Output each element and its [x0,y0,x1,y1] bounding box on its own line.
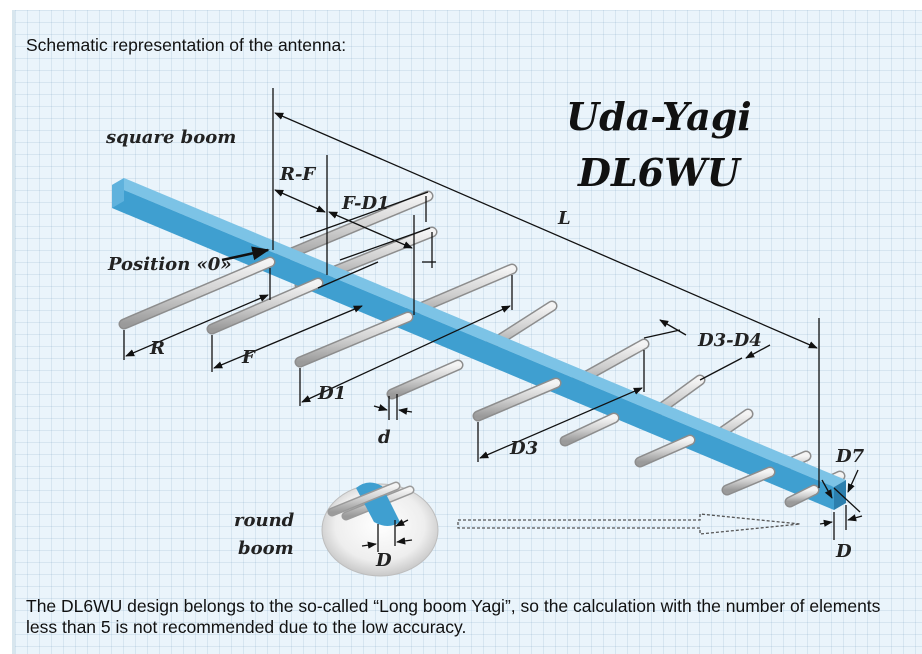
label-l: L [557,208,571,229]
label-d1: D1 [317,383,346,404]
direction-arrow [457,513,801,535]
label-square-boom: square boom [105,127,236,148]
label-d-small: d [378,427,391,448]
label-r-minus-f: R-F [279,164,316,185]
footer-note: The DL6WU design belongs to the so-calle… [26,596,881,637]
antenna-elements-front [118,256,820,508]
label-d3-minus-d4: D3-D4 [697,330,762,351]
label-d-end: D [835,541,852,562]
dimension-lines [123,88,863,540]
position-zero-pointer [221,246,270,262]
title-line-1: Uda-Yagi [566,94,752,139]
label-d3: D3 [509,438,538,459]
round-boom-inset [321,481,439,577]
heading: Schematic representation of the antenna: [26,35,347,55]
label-boom: boom [238,538,294,559]
title-line-2: DL6WU [577,150,743,195]
label-f-minus-d1: F-D1 [341,193,390,214]
label-round: round [234,510,295,531]
label-d7: D7 [835,446,865,467]
label-d-inset: D [375,550,392,571]
label-r: R [149,338,165,359]
label-position-zero: Position «0» [107,254,232,275]
label-f: F [241,347,256,368]
